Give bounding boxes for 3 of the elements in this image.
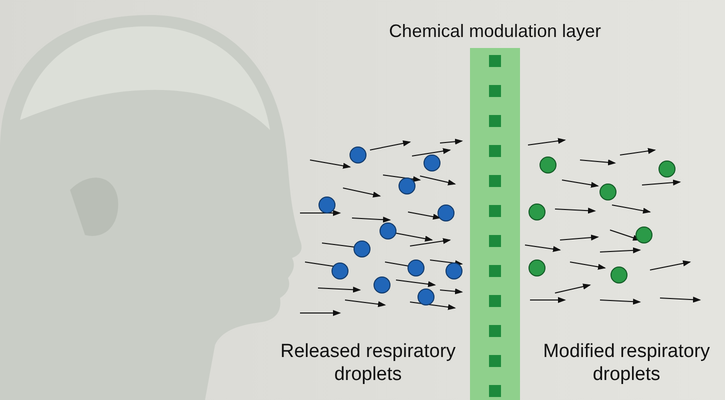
droplet-caption: Released respiratory droplets bbox=[279, 340, 457, 386]
droplet-caption: Modified respiratory droplets bbox=[542, 340, 711, 386]
layer-heading: Chemical modulation layer bbox=[388, 20, 602, 43]
